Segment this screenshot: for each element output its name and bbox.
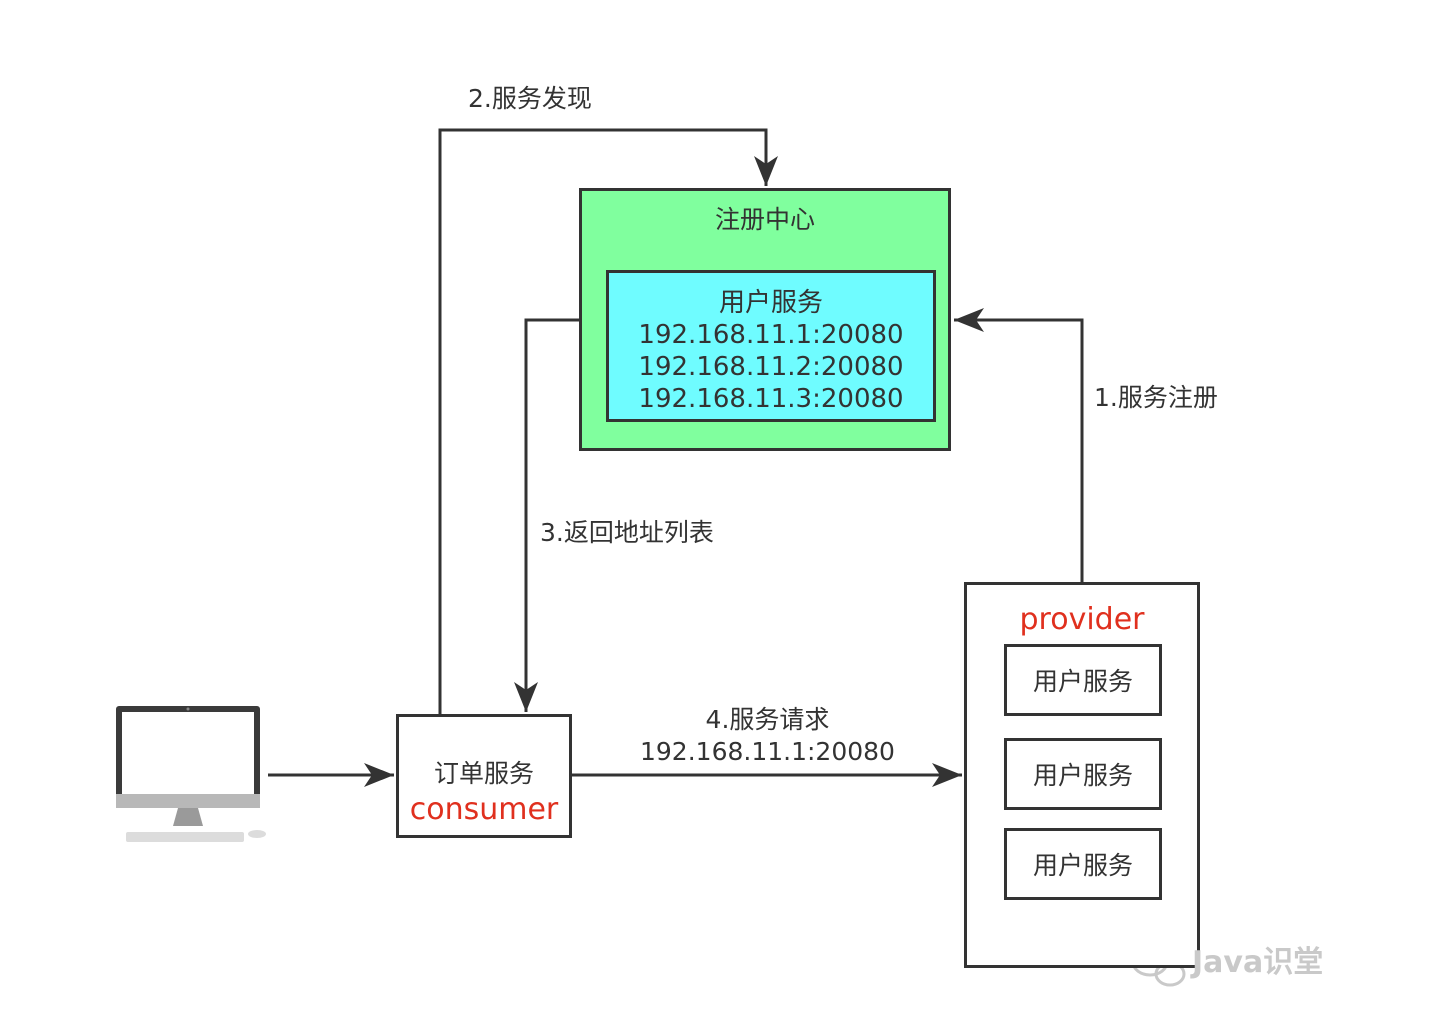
provider-instance-label: 用户服务 bbox=[1032, 667, 1133, 696]
watermark: Java识堂 bbox=[1130, 948, 1323, 978]
registry-service-name: 用户服务 bbox=[718, 288, 823, 318]
provider-instance-label: 用户服务 bbox=[1032, 761, 1133, 790]
provider-instance: 用户服务 bbox=[1004, 644, 1162, 716]
step-request-target: 192.168.11.1:20080 bbox=[640, 737, 895, 766]
step-return-list-label: 3.返回地址列表 bbox=[540, 518, 714, 547]
step-discover-label: 2.服务发现 bbox=[468, 84, 592, 113]
provider-instance: 用户服务 bbox=[1004, 738, 1162, 810]
arrow-register bbox=[954, 308, 1084, 582]
registry-address: 192.168.11.1:20080 bbox=[638, 320, 904, 350]
step-register-label: 1.服务注册 bbox=[1094, 383, 1218, 412]
consumer-node: 订单服务 consumer bbox=[396, 714, 572, 838]
registry-title: 注册中心 bbox=[714, 205, 815, 234]
watermark-text: Java识堂 bbox=[1192, 945, 1324, 980]
desktop-computer-icon bbox=[116, 706, 266, 842]
arrow-discover bbox=[438, 128, 778, 714]
consumer-role-label: consumer bbox=[409, 792, 559, 827]
consumer-service-name: 订单服务 bbox=[433, 759, 534, 788]
registry-address: 192.168.11.2:20080 bbox=[638, 352, 904, 382]
step-request-label: 4.服务请求 192.168.11.1:20080 bbox=[640, 704, 895, 768]
registry-service-list: 用户服务 192.168.11.1:20080 192.168.11.2:200… bbox=[606, 270, 936, 422]
arrow-return-list bbox=[514, 318, 579, 712]
step-request-title: 4.服务请求 bbox=[705, 705, 830, 734]
provider-instance-label: 用户服务 bbox=[1032, 851, 1133, 880]
registry-address: 192.168.11.3:20080 bbox=[638, 384, 904, 414]
provider-instance: 用户服务 bbox=[1004, 828, 1162, 900]
provider-role-label: provider bbox=[1019, 602, 1145, 637]
